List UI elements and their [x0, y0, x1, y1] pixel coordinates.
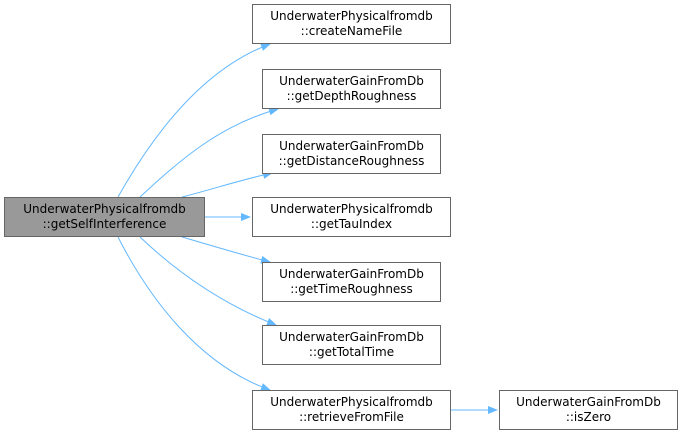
node-class: UnderwaterGainFromDb — [516, 395, 661, 409]
node-class: UnderwaterGainFromDb — [279, 139, 424, 153]
edge-root-to-n3 — [181, 171, 273, 198]
node-get-time-roughness[interactable]: UnderwaterGainFromDb ::getTimeRoughness — [262, 262, 441, 302]
edge-root-to-n2 — [139, 107, 279, 198]
node-method: ::getTotalTime — [308, 345, 395, 359]
edge-root-to-n5 — [181, 236, 271, 264]
node-create-name-file[interactable]: UnderwaterPhysicalfromdb ::createNameFil… — [252, 4, 451, 44]
node-class: UnderwaterPhysicalfromdb — [270, 202, 433, 216]
node-class: UnderwaterPhysicalfromdb — [270, 9, 433, 23]
node-method: ::getTauIndex — [310, 217, 393, 231]
node-is-zero[interactable]: UnderwaterGainFromDb ::isZero — [499, 390, 678, 430]
node-class: UnderwaterGainFromDb — [279, 74, 424, 88]
node-method: ::createNameFile — [300, 24, 403, 38]
node-method: ::getTimeRoughness — [290, 282, 413, 296]
node-root[interactable]: UnderwaterPhysicalfromdb ::getSelfInterf… — [4, 197, 205, 237]
node-method: ::retrieveFromFile — [299, 410, 404, 424]
node-retrieve-from-file[interactable]: UnderwaterPhysicalfromdb ::retrieveFromF… — [252, 390, 451, 430]
edge-root-to-n1 — [117, 43, 271, 198]
edge-root-to-n7 — [117, 236, 271, 391]
node-get-distance-roughness[interactable]: UnderwaterGainFromDb ::getDistanceRoughn… — [262, 134, 441, 174]
edge-root-to-n6 — [139, 236, 277, 326]
node-method: ::isZero — [565, 410, 612, 424]
node-get-tau-index[interactable]: UnderwaterPhysicalfromdb ::getTauIndex — [252, 197, 451, 237]
node-method: ::getDistanceRoughness — [278, 154, 425, 168]
node-root-method: ::getSelfInterference — [42, 217, 167, 231]
node-class: UnderwaterGainFromDb — [279, 267, 424, 281]
node-get-total-time[interactable]: UnderwaterGainFromDb ::getTotalTime — [262, 325, 441, 365]
node-method: ::getDepthRoughness — [286, 89, 417, 103]
node-get-depth-roughness[interactable]: UnderwaterGainFromDb ::getDepthRoughness — [262, 69, 441, 109]
node-root-class: UnderwaterPhysicalfromdb — [23, 202, 186, 216]
node-class: UnderwaterPhysicalfromdb — [270, 395, 433, 409]
node-class: UnderwaterGainFromDb — [279, 330, 424, 344]
